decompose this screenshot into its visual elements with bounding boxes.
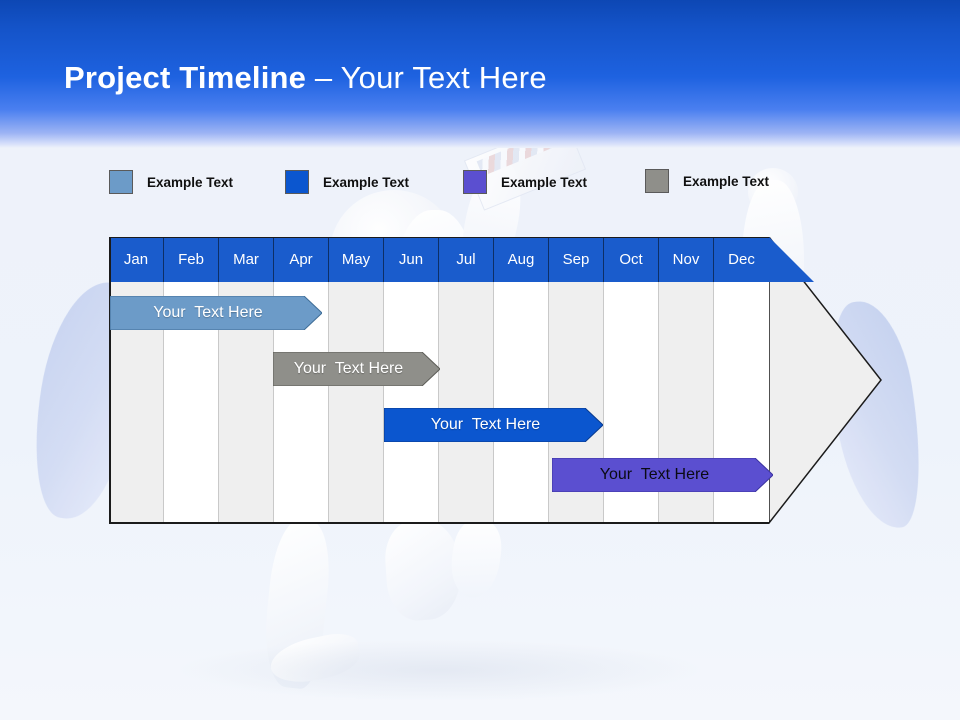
- timeline-column-aug: [494, 237, 549, 524]
- legend-label-4: Example Text: [683, 173, 770, 189]
- timeline-column-feb: [164, 237, 219, 524]
- timeline-month-header: Jan Feb Mar Apr May Jun Jul Aug Sep Oct …: [109, 237, 769, 282]
- month-cell-jul[interactable]: Jul: [439, 237, 494, 282]
- decorative-figure-leg-left: [259, 517, 335, 691]
- legend-swatch-purple: [463, 170, 487, 194]
- timeline-grid: Jan Feb Mar Apr May Jun Jul Aug Sep Oct …: [109, 237, 773, 524]
- timeline-arrow-head: [769, 237, 882, 524]
- legend-label-3: Example Text: [501, 174, 588, 190]
- month-cell-apr[interactable]: Apr: [274, 237, 329, 282]
- month-cell-aug[interactable]: Aug: [494, 237, 549, 282]
- timeline-bar-label-2: Your Text Here: [293, 360, 404, 377]
- month-cell-nov[interactable]: Nov: [659, 237, 714, 282]
- month-cell-dec[interactable]: Dec: [714, 237, 769, 282]
- month-cell-mar[interactable]: Mar: [219, 237, 274, 282]
- decorative-figure-leg-back: [446, 517, 506, 601]
- timeline-bar-2[interactable]: Your Text Here: [273, 352, 440, 386]
- page-title-light: Your Text Here: [340, 60, 547, 95]
- timeline-bar-1[interactable]: Your Text Here: [110, 296, 322, 330]
- timeline-bar-label-4: Your Text Here: [599, 466, 710, 483]
- legend-item-4[interactable]: Example Text: [645, 169, 769, 193]
- page-title-strong: Project Timeline: [64, 60, 307, 95]
- decorative-figure-leg-right: [382, 517, 464, 623]
- header-band: [0, 0, 960, 148]
- legend-item-2[interactable]: Example Text: [285, 170, 409, 194]
- timeline-columns: [109, 237, 769, 524]
- legend-swatch-blue: [285, 170, 309, 194]
- month-cell-jun[interactable]: Jun: [384, 237, 439, 282]
- legend-item-1[interactable]: Example Text: [109, 170, 233, 194]
- bar-shape-4: [552, 458, 773, 492]
- legend-label-2: Example Text: [323, 174, 410, 190]
- month-cell-jan[interactable]: Jan: [109, 237, 164, 282]
- month-cell-oct[interactable]: Oct: [604, 237, 659, 282]
- timeline-bar-label-3: Your Text Here: [430, 416, 541, 433]
- month-cell-sep[interactable]: Sep: [549, 237, 604, 282]
- legend-item-3[interactable]: Example Text: [463, 170, 587, 194]
- month-cell-feb[interactable]: Feb: [164, 237, 219, 282]
- legend-swatch-light-blue: [109, 170, 133, 194]
- timeline-bar-4[interactable]: Your Text Here: [552, 458, 773, 492]
- decorative-figure-foot: [266, 629, 364, 689]
- decorative-floor-shadow: [180, 640, 700, 700]
- bar-shape-1: [110, 296, 322, 330]
- bar-shape-3: [384, 408, 603, 442]
- legend-swatch-gray: [645, 169, 669, 193]
- timeline-column-jan: [109, 237, 164, 524]
- page-title: Project Timeline – Your Text Here: [64, 60, 547, 96]
- timeline-bar-label-1: Your Text Here: [153, 304, 263, 321]
- month-cell-may[interactable]: May: [329, 237, 384, 282]
- timeline-bar-3[interactable]: Your Text Here: [384, 408, 603, 442]
- legend-label-1: Example Text: [147, 174, 234, 190]
- timeline-column-jul: [439, 237, 494, 524]
- page-title-separator: –: [306, 60, 341, 95]
